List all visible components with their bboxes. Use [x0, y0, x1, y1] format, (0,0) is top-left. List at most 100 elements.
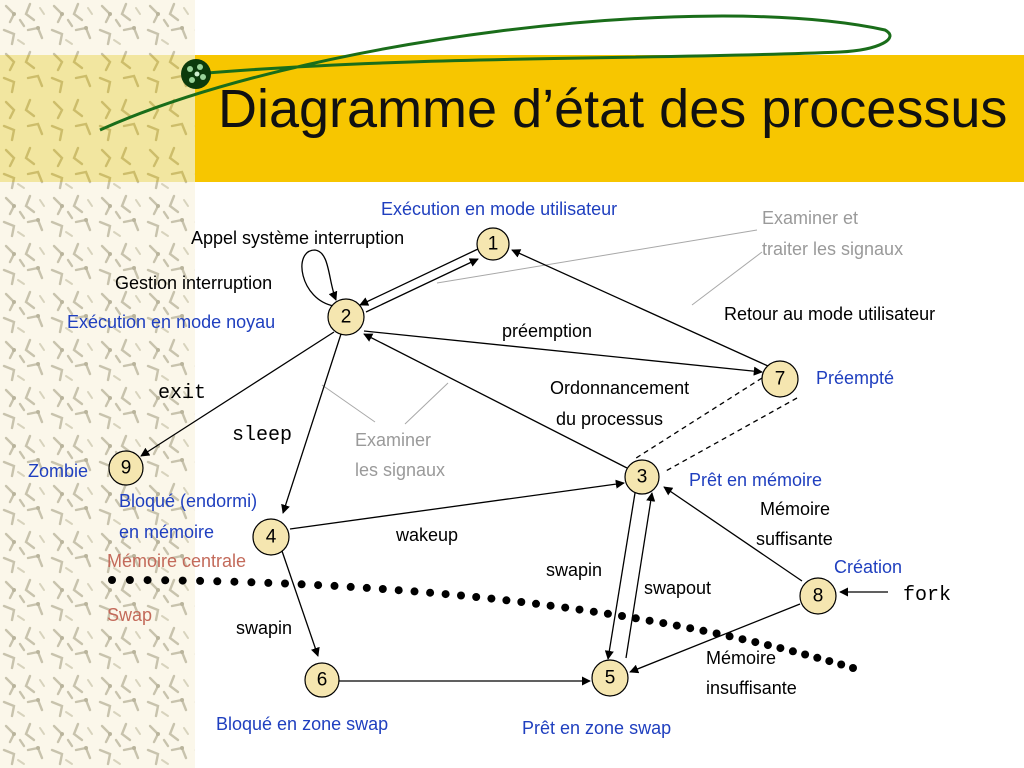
boundary-dot — [178, 576, 187, 585]
state-label-8: Création — [834, 557, 902, 577]
transition-wakeup: wakeup — [395, 525, 458, 545]
transition-interrupt: Gestion interruption — [115, 273, 272, 293]
boundary-dot — [281, 579, 289, 588]
state-number-6: 6 — [317, 670, 328, 691]
transition-mem-ok-line1: Mémoire — [760, 499, 830, 519]
arrow-7-to-1 — [511, 249, 769, 367]
state-nodes — [108, 227, 837, 698]
boundary-dot — [472, 593, 481, 601]
transition-arrows — [140, 248, 888, 686]
state-node-5 — [591, 659, 629, 697]
note-signals-handle-line1: Examiner et — [762, 208, 858, 228]
boundary-dot — [230, 577, 239, 586]
boundary-dot — [575, 605, 584, 614]
boundary-dot — [487, 594, 496, 603]
logo-icon — [181, 59, 211, 89]
arrow-3-to-2 — [363, 333, 628, 469]
title-bar — [195, 55, 1024, 182]
boundary-dot — [825, 657, 834, 666]
note-signals-check-line2: les signaux — [355, 460, 445, 480]
boundary-dot — [441, 590, 450, 599]
arrow-2-to-4 — [281, 333, 342, 514]
state-label-6: Bloqué en zone swap — [216, 714, 388, 734]
arrow-3-to-5 — [604, 492, 636, 660]
boundary-dot — [125, 576, 134, 584]
boundary-dot — [801, 650, 810, 659]
state-number-3: 3 — [637, 467, 648, 488]
transition-preemption: préemption — [502, 321, 592, 341]
state-label-9: Zombie — [28, 461, 88, 481]
boundary-dot — [297, 580, 306, 589]
boundary-dot — [849, 664, 857, 672]
arrow-2-to-1 — [365, 258, 479, 313]
boundary-dot — [712, 629, 721, 638]
link-7-to-3-b — [663, 397, 798, 473]
boundary-dot — [346, 582, 355, 591]
boundary-dot — [738, 635, 747, 644]
boundary-dot — [751, 638, 760, 647]
boundary-dot — [532, 599, 540, 608]
boundary-dot — [213, 577, 222, 586]
state-number-1: 1 — [488, 234, 499, 255]
transition-swapin-ready: swapin — [546, 560, 602, 580]
arrow-4-to-6 — [281, 550, 320, 657]
boundary-dot — [143, 576, 152, 585]
state-node-2 — [327, 298, 365, 336]
boundary-dot — [362, 583, 371, 592]
arrow-2-to-7 — [363, 330, 763, 376]
transition-syscall: Appel système interruption — [191, 228, 404, 248]
boundary-dot — [788, 647, 797, 656]
boundary-dot — [813, 653, 822, 662]
decorative-pattern — [0, 0, 195, 768]
state-node-3 — [624, 459, 660, 495]
boundary-dot — [725, 632, 734, 641]
arrow-1-to-2 — [359, 248, 479, 306]
state-label-3: Prêt en mémoire — [689, 470, 822, 490]
arrow-8-to-3 — [663, 486, 803, 582]
boundary-dot — [686, 624, 695, 633]
boundary-dot — [247, 578, 256, 587]
note-signals-handle-line2: traiter les signaux — [762, 239, 903, 259]
boundary-dot — [546, 601, 555, 610]
arrow-2-to-9 — [140, 331, 335, 457]
boundary-dot — [264, 578, 273, 587]
transition-schedule-line1: Ordonnancement — [550, 378, 689, 398]
link-7-to-3-a — [632, 377, 763, 461]
memory-swap-boundary — [108, 576, 857, 672]
transition-swapout: swapout — [644, 578, 711, 598]
state-node-8 — [799, 577, 837, 615]
boundary-dot — [763, 641, 772, 650]
decorative-swoosh — [99, 14, 892, 132]
state-label-4-line2: en mémoire — [119, 522, 214, 542]
boundary-dot — [108, 576, 116, 584]
transition-exit: exit — [158, 382, 206, 405]
boundary-dot — [314, 581, 323, 590]
boundary-dot — [699, 626, 708, 635]
state-label-5: Prêt en zone swap — [522, 718, 671, 738]
boundary-dot — [603, 609, 612, 618]
boundary-dot — [394, 586, 403, 595]
boundary-dot — [618, 612, 626, 620]
boundary-dot — [672, 621, 681, 630]
state-label-4-line1: Bloqué (endormi) — [119, 491, 257, 511]
state-number-8: 8 — [813, 586, 824, 607]
boundary-dot — [161, 576, 170, 585]
state-label-7: Préempté — [816, 368, 894, 388]
state-number-5: 5 — [605, 668, 616, 689]
state-node-1 — [476, 227, 510, 261]
note-signals-check-line1: Examiner — [355, 430, 431, 450]
state-number-2: 2 — [341, 307, 352, 328]
arrow-5-to-3 — [625, 492, 656, 659]
transition-mem-ok-line2: suffisante — [756, 529, 833, 549]
boundary-dot — [410, 587, 419, 596]
note-lines — [321, 229, 763, 425]
zone-memory-label: Mémoire centrale — [107, 551, 246, 571]
boundary-dot — [659, 619, 668, 628]
state-number-4: 4 — [266, 527, 277, 548]
state-node-9 — [108, 450, 144, 486]
page-title: Diagramme d’état des processus — [218, 79, 1008, 139]
boundary-dot — [631, 614, 640, 623]
transition-mem-low-line2: insuffisante — [706, 678, 797, 698]
arrow-2-self-loop — [301, 249, 338, 307]
